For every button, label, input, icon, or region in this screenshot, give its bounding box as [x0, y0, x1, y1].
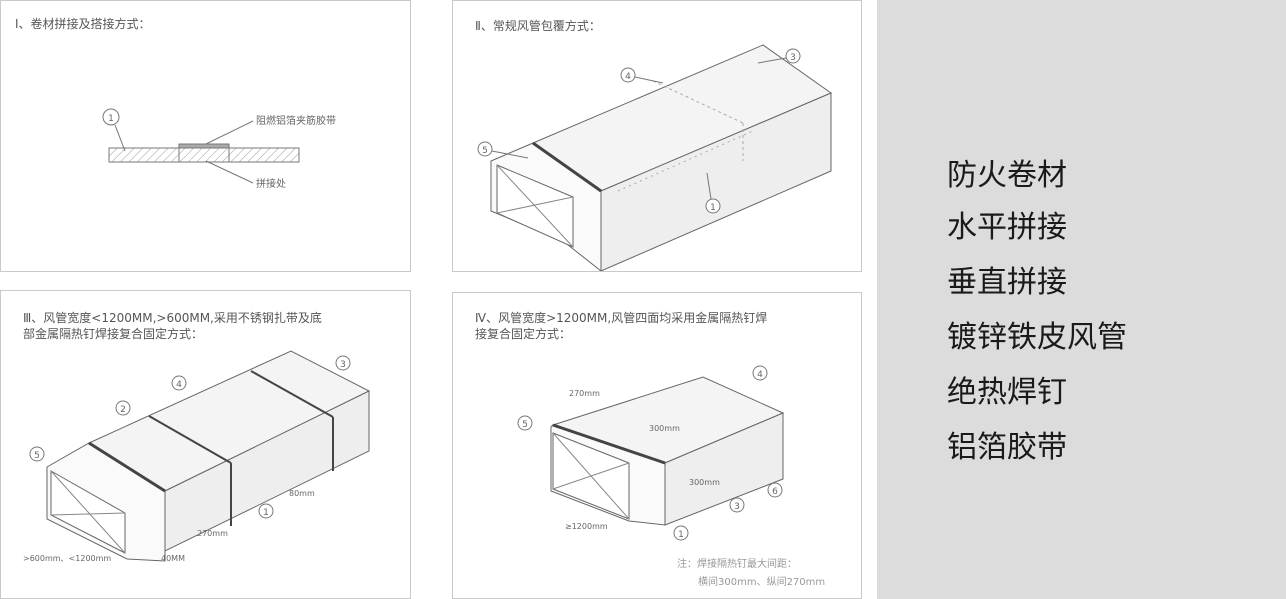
- marker-6: 6: [772, 487, 778, 497]
- legend-panel: 防火卷材 水平拼接 垂直拼接 镀锌铁皮风管 绝热焊钉 铝箔胶带: [877, 0, 1286, 599]
- marker-5: 5: [482, 146, 488, 156]
- legend-item-foil-tape: 铝箔胶带: [947, 430, 1067, 465]
- legend-item-horizontal-joint: 水平拼接: [947, 210, 1067, 245]
- dim-300mm-v: 300mm: [689, 478, 720, 487]
- note-line1: 注：焊接隔热钉最大间距：: [677, 557, 797, 570]
- marker-1: 1: [710, 203, 716, 213]
- panel-pin-fixing: Ⅳ、风管宽度>1200MM,风管四面均采用金属隔热钉焊 接复合固定方式： 4 5…: [452, 292, 862, 599]
- note-line2: 横间300mm、纵间270mm: [698, 575, 825, 588]
- marker-4: 4: [757, 370, 763, 380]
- panel-title-line1: Ⅲ、风管宽度<1200MM,>600MM,采用不锈钢扎带及底: [23, 311, 322, 325]
- dim-40mm: 40MM: [161, 554, 185, 563]
- dim-width-range: >600mm、<1200mm: [23, 554, 111, 563]
- panel-roll-splicing: Ⅰ、卷材拼接及搭接方式： 1 阻燃铝箔夹筋胶带 拼接处: [0, 0, 411, 272]
- marker-5: 5: [522, 420, 528, 430]
- marker-2: 2: [120, 405, 126, 415]
- marker-3: 3: [340, 360, 346, 370]
- panel-wrap-method: Ⅱ、常规风管包覆方式： 4 3 5 1: [452, 0, 862, 272]
- marker-1: 1: [678, 530, 684, 540]
- dim-min-width: ≥1200mm: [565, 522, 608, 531]
- dim-300mm-h: 300mm: [649, 424, 680, 433]
- callout-tape: 阻燃铝箔夹筋胶带: [256, 114, 336, 127]
- marker-4: 4: [625, 72, 631, 82]
- panel-band-fixing: Ⅲ、风管宽度<1200MM,>600MM,采用不锈钢扎带及底 部金属隔热钉焊接复…: [0, 290, 411, 599]
- callout-joint: 拼接处: [256, 177, 286, 190]
- legend-item-vertical-joint: 垂直拼接: [947, 265, 1067, 300]
- panel-title-line2: 部金属隔热钉焊接复合固定方式：: [23, 327, 204, 341]
- marker-4: 4: [176, 380, 182, 390]
- duct-band-diagram: 3 4 2 5 1 80mm 270mm 40MM >600mm、<1200mm: [23, 350, 371, 563]
- marker-5: 5: [34, 451, 40, 461]
- panel-title: Ⅰ、卷材拼接及搭接方式：: [15, 17, 151, 31]
- splice-diagram: 1 阻燃铝箔夹筋胶带 拼接处: [102, 108, 336, 190]
- legend-item-insulation-pin: 绝热焊钉: [947, 375, 1067, 410]
- duct-wrap-diagram: 4 3 5 1: [477, 44, 833, 271]
- panel-title: Ⅱ、常规风管包覆方式：: [475, 19, 601, 33]
- panel-title-line1: Ⅳ、风管宽度>1200MM,风管四面均采用金属隔热钉焊: [475, 311, 768, 325]
- legend-item-galvanized-duct: 镀锌铁皮风管: [947, 320, 1127, 355]
- dim-270mm: 270mm: [197, 529, 228, 538]
- legend-item-fire-roll: 防火卷材: [947, 158, 1067, 193]
- dim-80mm: 80mm: [289, 489, 315, 498]
- panel-title-line2: 接复合固定方式：: [475, 327, 572, 341]
- marker-1: 1: [108, 114, 114, 124]
- marker-3: 3: [790, 53, 796, 63]
- marker-3: 3: [734, 502, 740, 512]
- dim-270mm: 270mm: [569, 389, 600, 398]
- marker-1: 1: [263, 508, 269, 518]
- duct-pin-diagram: 4 5 6 3 1 270mm 300mm 300mm ≥1200mm 注：焊接…: [517, 365, 825, 588]
